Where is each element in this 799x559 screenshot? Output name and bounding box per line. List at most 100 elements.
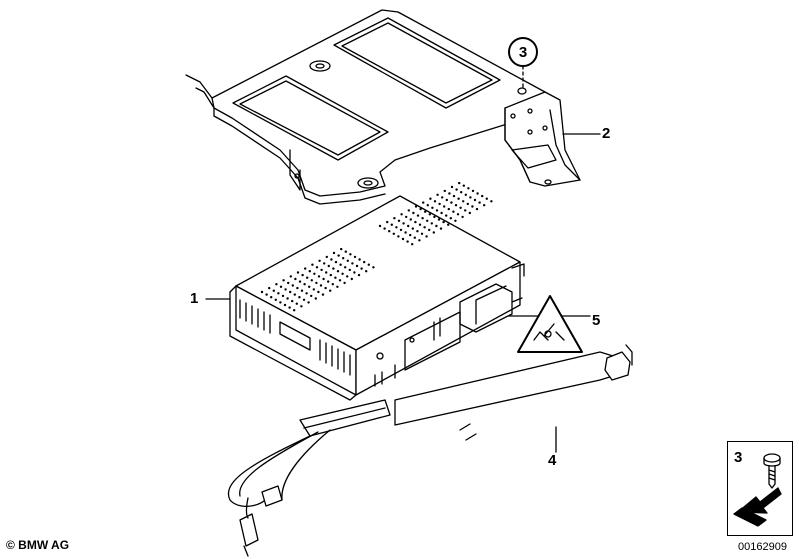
vent-dot bbox=[401, 237, 405, 241]
vent-dot bbox=[291, 284, 294, 287]
vent-dot bbox=[329, 273, 332, 277]
vent-dot bbox=[437, 218, 441, 221]
vent-dot bbox=[336, 285, 339, 288]
vent-dot bbox=[275, 283, 278, 286]
vent-dot bbox=[331, 283, 334, 286]
vent-dot bbox=[282, 279, 285, 282]
vent-dot bbox=[334, 260, 338, 264]
vent-dot bbox=[459, 206, 462, 209]
vent-dot bbox=[422, 201, 425, 204]
vent-dot bbox=[397, 235, 400, 238]
vent-dot bbox=[416, 230, 419, 233]
vent-dot bbox=[447, 207, 450, 211]
vent-dot bbox=[383, 227, 386, 230]
vent-dot bbox=[358, 258, 361, 261]
vent-dot bbox=[450, 185, 454, 189]
callout-1: 1 bbox=[190, 290, 199, 307]
vent-dot bbox=[315, 281, 318, 285]
vent-dot bbox=[295, 302, 298, 305]
mounting-bracket bbox=[185, 9, 601, 205]
vent-dot bbox=[443, 205, 446, 208]
vent-dot bbox=[337, 254, 340, 257]
vent-dot bbox=[457, 197, 460, 200]
vent-dot bbox=[324, 286, 327, 290]
vent-dot bbox=[310, 294, 313, 298]
vent-dot bbox=[330, 258, 333, 261]
vent-dot bbox=[300, 305, 303, 308]
vent-dot bbox=[438, 202, 441, 206]
vent-dot bbox=[390, 223, 393, 226]
vent-dot bbox=[348, 268, 351, 272]
vent-dot bbox=[471, 205, 474, 208]
vent-dot bbox=[458, 181, 461, 185]
legend-box: 3 bbox=[727, 441, 793, 536]
vent-dot bbox=[448, 192, 451, 195]
vent-dot bbox=[286, 297, 289, 300]
vent-dot bbox=[360, 267, 363, 270]
vent-dot bbox=[485, 197, 488, 200]
vent-dot bbox=[346, 275, 349, 278]
vent-dot bbox=[301, 273, 304, 277]
vent-dot bbox=[293, 309, 296, 312]
vent-dot bbox=[461, 215, 464, 219]
vent-dot bbox=[433, 200, 437, 203]
vent-dot bbox=[454, 219, 457, 222]
vent-dot bbox=[327, 280, 330, 283]
vent-dot bbox=[468, 211, 471, 215]
vent-dot bbox=[462, 184, 465, 187]
vent-dot bbox=[351, 262, 354, 265]
vent-dot bbox=[323, 262, 326, 265]
vent-dot bbox=[287, 281, 290, 285]
vent-dot bbox=[440, 211, 443, 215]
vent-dot bbox=[455, 188, 458, 191]
vent-dot bbox=[431, 206, 434, 209]
vent-dot bbox=[405, 215, 408, 219]
vent-dot bbox=[386, 220, 389, 224]
vent-dot bbox=[304, 267, 307, 270]
vent-dot bbox=[260, 290, 264, 294]
vent-dot bbox=[270, 296, 273, 299]
vent-dot bbox=[481, 194, 484, 198]
vent-dot bbox=[334, 276, 337, 279]
vent-dot bbox=[355, 264, 359, 268]
vent-dot bbox=[372, 266, 375, 269]
vent-dot bbox=[305, 292, 308, 295]
vent-dot bbox=[462, 200, 465, 203]
vent-dot bbox=[435, 224, 438, 228]
vent-dot bbox=[490, 200, 493, 203]
vent-dot bbox=[317, 290, 320, 294]
vent-dot bbox=[395, 226, 398, 229]
vent-dot bbox=[473, 198, 477, 202]
vent-dot bbox=[298, 296, 301, 299]
vent-dot bbox=[302, 298, 306, 301]
vent-dot bbox=[416, 214, 420, 217]
vent-dot bbox=[418, 239, 421, 242]
vent-dot bbox=[279, 301, 282, 304]
vent-dot bbox=[284, 288, 287, 291]
vent-dot bbox=[483, 204, 486, 207]
vent-dot bbox=[293, 293, 296, 296]
vent-dot bbox=[289, 290, 292, 294]
vent-dot bbox=[406, 240, 409, 243]
vent-dot bbox=[319, 284, 323, 287]
vent-dot bbox=[407, 209, 410, 212]
vent-dot bbox=[407, 224, 410, 228]
vent-dot bbox=[429, 197, 432, 200]
vent-dot bbox=[332, 251, 336, 255]
vent-dot bbox=[308, 270, 311, 273]
vent-dot bbox=[288, 306, 291, 309]
vent-dot bbox=[378, 224, 382, 228]
vent-dot bbox=[478, 201, 481, 204]
vent-dot bbox=[432, 231, 435, 234]
callout-2: 2 bbox=[602, 125, 611, 142]
wiring-harness bbox=[227, 344, 633, 557]
vent-dot bbox=[454, 204, 458, 207]
vent-dot bbox=[464, 209, 467, 212]
vent-dot bbox=[325, 255, 328, 259]
vent-dot bbox=[397, 219, 401, 222]
vent-dot bbox=[367, 263, 370, 266]
vent-dot bbox=[341, 272, 344, 275]
vent-dot bbox=[424, 210, 427, 213]
vent-dot bbox=[426, 219, 429, 222]
vent-dot bbox=[413, 236, 416, 239]
